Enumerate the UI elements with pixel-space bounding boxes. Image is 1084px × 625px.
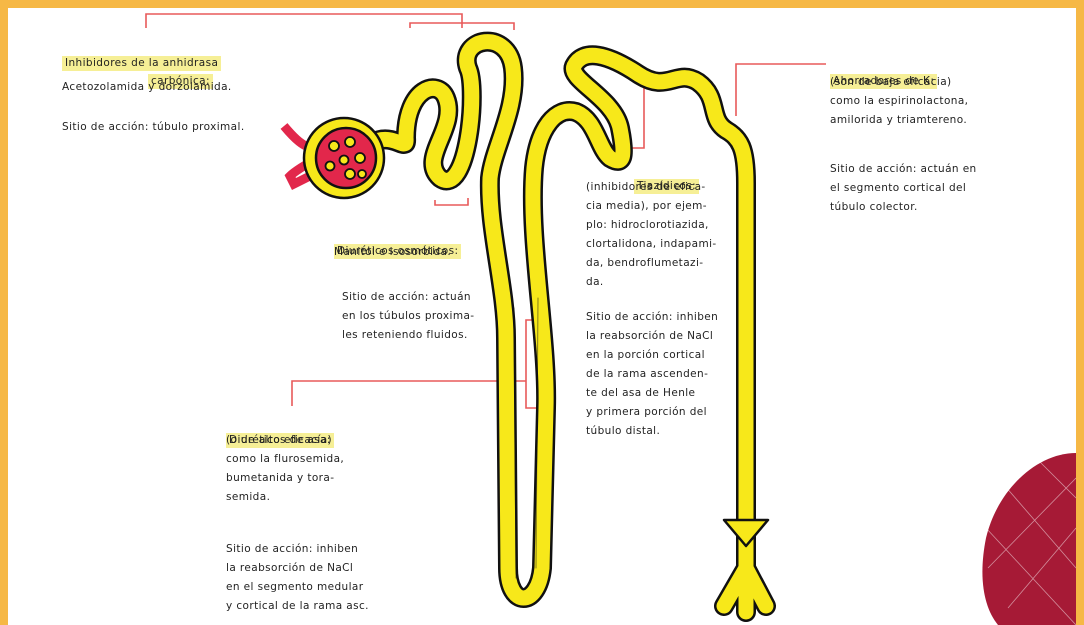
carbonic-site: Sitio de acción: túbulo proximal. — [62, 118, 245, 137]
thiazide-site: Sitio de acción: inhiben la reabsorción … — [586, 308, 718, 441]
carbonic-drugs: Acetozolamida y dorzolamida. — [62, 78, 232, 97]
potassium-body: (son de baja eficacia) como la espirinol… — [830, 73, 968, 130]
diagram-canvas: Inhibidores de la anhidrasa carbónica: A… — [8, 8, 1076, 625]
carbonic-bracket — [146, 14, 462, 28]
osmotic-drugs: Manitol e isosorbida. — [334, 243, 451, 262]
thiazide-body: (inhibidores de efica- cia media), por e… — [586, 178, 717, 292]
collecting-duct-arrow — [724, 520, 768, 546]
osmotic-bracket — [435, 198, 468, 205]
loop-body: (o de alto eficacía) como la flurosemida… — [226, 431, 344, 507]
potassium-pointer — [736, 64, 826, 116]
potassium-site: Sitio de acción: actuán en el segmento c… — [830, 160, 977, 217]
osmotic-site: Sitio de acción: actuán en los túbulos p… — [342, 288, 474, 345]
loop-site: Sitio de acción: inhiben la reabsorción … — [226, 540, 369, 616]
glomerulus — [284, 118, 384, 198]
loop-pointer — [292, 381, 526, 406]
balloon-decoration — [982, 453, 1076, 625]
